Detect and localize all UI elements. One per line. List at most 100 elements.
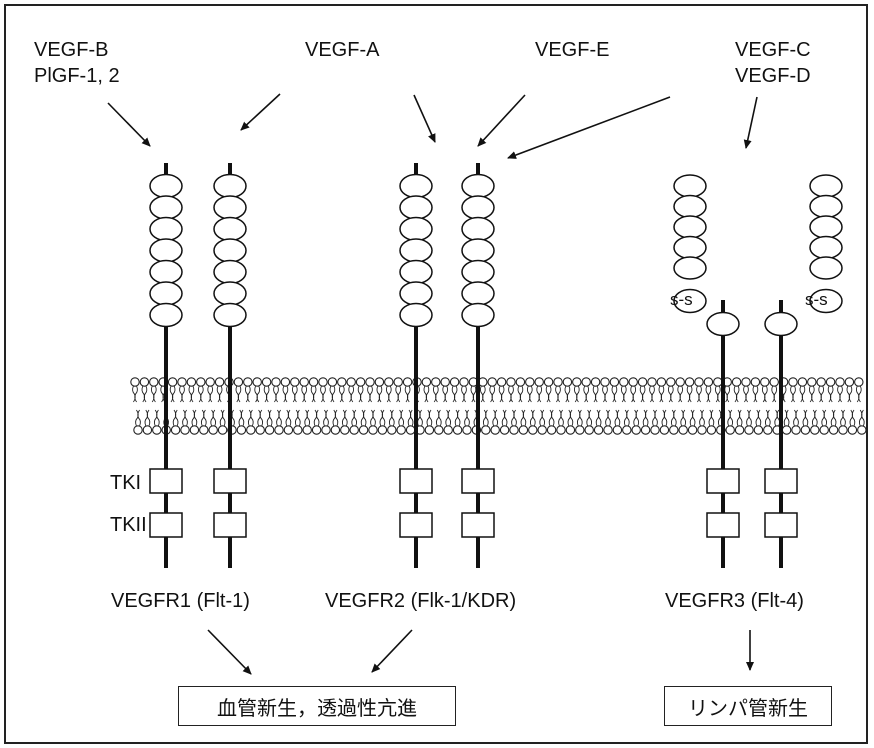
vegfr2-b-ig-domain <box>462 304 494 327</box>
lipid-tail-inner <box>530 410 535 426</box>
lipid-head-outer <box>638 378 646 386</box>
lipid-tail-outer <box>621 386 626 402</box>
lipid-head-inner <box>754 426 762 434</box>
ligand-vegf-a-label: VEGF-A <box>305 38 379 62</box>
lipid-head-outer <box>516 378 524 386</box>
lipid-head-inner <box>256 426 264 434</box>
lipid-tail-inner <box>483 410 488 426</box>
lipid-tail-outer <box>386 386 391 402</box>
receptor-vegfr2-label: VEGFR2 (Flk-1/KDR) <box>325 590 516 613</box>
lipid-tail-outer <box>311 386 316 402</box>
lipid-head-inner <box>670 426 678 434</box>
lipid-tail-inner <box>521 410 526 426</box>
disulfide-bond-label-left: s-s <box>670 290 693 310</box>
lipid-tail-outer <box>697 386 702 402</box>
arrow-vegf-c-to-vegfr2 <box>508 97 670 158</box>
lipid-tail-outer <box>217 386 222 402</box>
vegfr3-a-ig-domain <box>674 196 706 218</box>
lipid-head-inner <box>265 426 273 434</box>
lipid-head-outer <box>441 378 449 386</box>
lipid-tail-outer <box>330 386 335 402</box>
lipid-tail-inner <box>173 410 178 426</box>
lipid-tail-outer <box>828 386 833 402</box>
lipid-tail-inner <box>643 410 648 426</box>
lipid-head-inner <box>820 426 828 434</box>
lipid-head-inner <box>623 426 631 434</box>
lipid-head-outer <box>648 378 656 386</box>
ligand-vegf-e-label: VEGF-E <box>535 38 609 62</box>
lipid-head-outer <box>573 378 581 386</box>
lipid-head-inner <box>557 426 565 434</box>
lipid-head-inner <box>764 426 772 434</box>
lipid-tail-outer <box>274 386 279 402</box>
lipid-head-inner <box>491 426 499 434</box>
lipid-head-inner <box>171 426 179 434</box>
arrow-vegf-e-to-vegfr2 <box>478 95 525 146</box>
cell-membrane <box>131 378 866 434</box>
lipid-head-outer <box>582 378 590 386</box>
lipid-tail-outer <box>631 386 636 402</box>
lipid-head-inner <box>745 426 753 434</box>
vegfr1-a-tki-box <box>150 469 182 493</box>
vegfr3-b-tkii-box <box>765 513 797 537</box>
lipid-tail-outer <box>424 386 429 402</box>
lipid-head-inner <box>435 426 443 434</box>
lipid-head-outer <box>234 378 242 386</box>
lipid-head-outer <box>309 378 317 386</box>
lipid-head-outer <box>695 378 703 386</box>
lipid-tail-inner <box>596 410 601 426</box>
lipid-tail-outer <box>791 386 796 402</box>
lipid-head-inner <box>378 426 386 434</box>
lipid-head-inner <box>341 426 349 434</box>
lipid-tail-inner <box>831 410 836 426</box>
vegfr3-b-ig-domain <box>810 237 842 259</box>
lipid-head-inner <box>143 426 151 434</box>
lipid-tail-inner <box>756 410 761 426</box>
lipid-tail-inner <box>493 410 498 426</box>
lipid-head-outer <box>629 378 637 386</box>
lipid-head-outer <box>375 378 383 386</box>
lipid-head-inner <box>529 426 537 434</box>
lipid-tail-outer <box>847 386 852 402</box>
lipid-head-inner <box>406 426 414 434</box>
lipid-head-outer <box>610 378 618 386</box>
lipid-head-inner <box>425 426 433 434</box>
vegfr1-a-ig-domain <box>150 282 182 305</box>
lipid-tail-outer <box>809 386 814 402</box>
vegfr2-b-ig-domain <box>462 239 494 262</box>
lipid-head-inner <box>331 426 339 434</box>
lipid-tail-outer <box>725 386 730 402</box>
lipid-tail-outer <box>236 386 241 402</box>
vegfr3-a-tki-box <box>707 469 739 493</box>
lipid-tail-inner <box>220 410 225 426</box>
receptor-vegfr3-label: VEGFR3 (Flt-4) <box>665 590 804 613</box>
lipid-head-outer <box>328 378 336 386</box>
lipid-head-outer <box>262 378 270 386</box>
lipid-tail-outer <box>603 386 608 402</box>
arrow-vegf-a-to-vegfr2 <box>414 95 435 142</box>
lipid-head-outer <box>601 378 609 386</box>
lipid-head-outer <box>281 378 289 386</box>
lipid-tail-inner <box>389 410 394 426</box>
lipid-head-inner <box>651 426 659 434</box>
vegfr2-a-ig-domain <box>400 282 432 305</box>
vegfr2-a-ig-domain <box>400 175 432 198</box>
lipid-tail-inner <box>258 410 263 426</box>
lipid-head-outer <box>667 378 675 386</box>
ligand-vegf-d-label: VEGF-D <box>735 64 811 88</box>
lipid-tail-inner <box>380 410 385 426</box>
arrow-vegf-c-to-vegfr3 <box>746 97 757 148</box>
vegfr1-a-tkii-box <box>150 513 182 537</box>
lipid-tail-inner <box>455 410 460 426</box>
lipid-tail-outer <box>471 386 476 402</box>
lipid-head-outer <box>554 378 562 386</box>
lipid-tail-inner <box>436 410 441 426</box>
lipid-head-inner <box>463 426 471 434</box>
lipid-tail-outer <box>499 386 504 402</box>
lipid-tail-inner <box>305 410 310 426</box>
lipid-tail-inner <box>502 410 507 426</box>
lipid-tail-inner <box>737 410 742 426</box>
lipid-tail-inner <box>587 410 592 426</box>
lipid-head-outer <box>817 378 825 386</box>
lipid-tail-inner <box>775 410 780 426</box>
